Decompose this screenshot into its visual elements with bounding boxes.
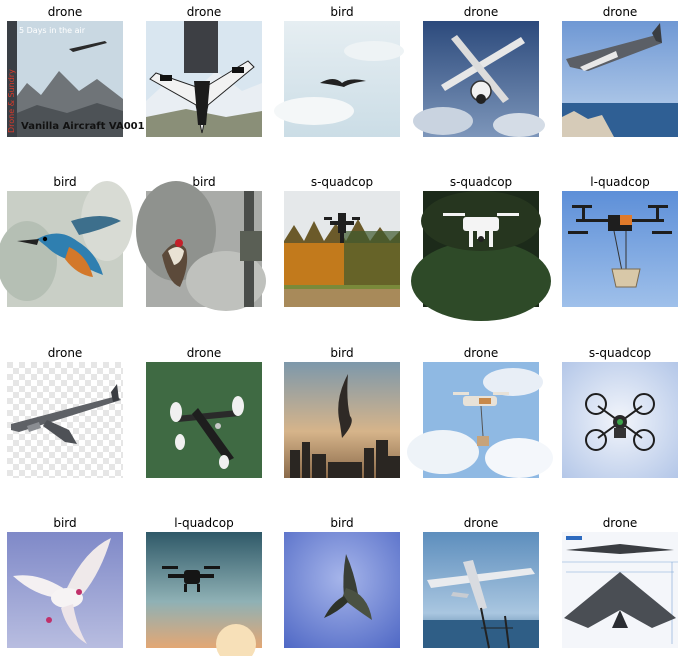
thumbnail-tiltrotor-drone-green — [146, 362, 262, 478]
poster-caption-top: 5 Days in the air — [19, 26, 86, 35]
thumbnail-drone-poster: 5 Days in the air Vanilla Aircraft VA001… — [7, 21, 145, 137]
image-label: drone — [47, 346, 83, 360]
thumbnail-person-holding-drone — [146, 21, 262, 137]
thumbnail-cargo-drone-clouds — [407, 362, 553, 478]
thumbnail-kingfisher — [0, 181, 133, 307]
thumbnail-quadcopter-sunset — [146, 532, 262, 656]
thumbnail-quadcopter-autumn-forest — [284, 191, 400, 307]
image-label: bird — [330, 5, 354, 19]
thumbnail-bird-city-sunset — [284, 362, 400, 478]
image-label: drone — [47, 5, 83, 19]
image-label: drone — [602, 5, 638, 19]
image-label: bird — [192, 175, 216, 189]
thumbnail-flying-wing-over-sea — [562, 21, 678, 137]
image-label: bird — [330, 346, 354, 360]
thumbnail-flying-wing-blueprint — [562, 532, 678, 648]
thumbnail-bird-sky — [274, 21, 404, 137]
image-label: s-quadcop — [449, 175, 513, 189]
thumbnail-dove-flying — [7, 532, 123, 648]
image-label: drone — [602, 516, 638, 530]
thumbnail-bird-blue-sky — [284, 532, 400, 648]
image-label: drone — [463, 5, 499, 19]
image-label: bird — [53, 175, 77, 189]
thumbnail-white-quadcopter-dark — [411, 191, 551, 321]
image-label: drone — [186, 346, 222, 360]
poster-caption-side: Drone & Sundry — [7, 69, 16, 133]
image-label: l-quadcop — [590, 175, 650, 189]
poster-caption-bottom: Vanilla Aircraft VA001 — [21, 121, 145, 132]
image-label: s-quadcop — [310, 175, 374, 189]
image-label: drone — [463, 346, 499, 360]
thumbnail-woodpecker-feeder — [136, 181, 266, 311]
image-label: l-quadcop — [174, 516, 234, 530]
image-label: drone — [186, 5, 222, 19]
image-label: bird — [53, 516, 77, 530]
thumbnail-delivery-drone — [562, 191, 678, 307]
thumbnail-fixed-wing-drone-clouds — [413, 21, 545, 137]
image-label: bird — [330, 516, 354, 530]
thumbnail-drone-transparent-bg — [7, 362, 123, 478]
image-label: drone — [463, 516, 499, 530]
image-label: s-quadcop — [588, 346, 652, 360]
thumbnail-military-drone-sea — [423, 532, 539, 649]
thumbnail-quadcopter-blue-sky — [562, 362, 678, 478]
